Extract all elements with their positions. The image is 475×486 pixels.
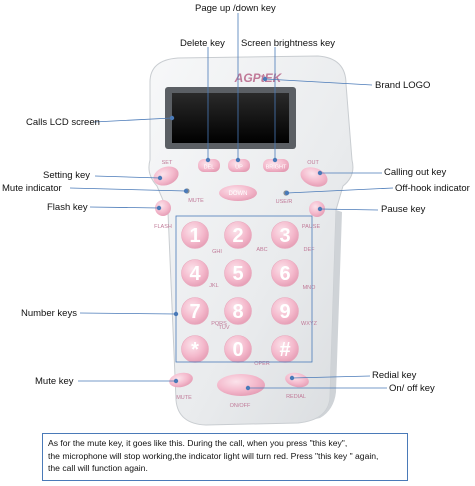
lcd-screen <box>172 93 289 143</box>
number-key-letters: MNO <box>303 285 317 291</box>
number-keys-bracket <box>175 215 313 363</box>
onoff-key-label: ON/OFF <box>230 403 251 409</box>
number-key-digit: 6 <box>279 263 290 285</box>
phone-side-shadow <box>298 210 342 423</box>
number-keys-callout: Number keys <box>21 308 77 319</box>
set-key-label: SET <box>162 160 173 166</box>
number-key-letters: GHI <box>212 249 222 255</box>
del-key-label: DEL <box>204 165 215 171</box>
lcd-screen-callout: Calls LCD screen <box>26 117 100 128</box>
down-key-label: DOWN <box>229 191 248 197</box>
number-key-digit: 0 <box>232 339 243 361</box>
up-key[interactable]: UP <box>228 159 250 172</box>
page-key-callout: Page up /down key <box>195 3 276 14</box>
pause-key[interactable] <box>309 201 325 217</box>
flash-key-callout: Flash key <box>47 202 88 213</box>
calling-out-key-callout: Calling out key <box>384 167 447 178</box>
down-key[interactable]: DOWN <box>219 185 257 201</box>
setting-key-callout: Setting key <box>43 170 90 181</box>
number-key-6[interactable]: 6 <box>271 259 299 287</box>
mute-indicator-label: MUTE <box>188 198 204 204</box>
onoff-key[interactable] <box>217 374 265 396</box>
number-key-star[interactable]: * <box>181 335 209 363</box>
set-key[interactable] <box>151 163 182 189</box>
number-key-letters: JKL <box>209 283 218 289</box>
number-key-digit: 1 <box>189 225 200 247</box>
number-key-8[interactable]: 8 <box>224 297 252 325</box>
number-key-0[interactable]: 0 <box>224 335 252 363</box>
number-key-2[interactable]: 2 <box>224 221 252 249</box>
number-key-letters: TUV <box>219 325 230 331</box>
note-line-2: the microphone will stop working,the ind… <box>48 450 379 461</box>
brand-logo: AGPtEK <box>234 71 283 85</box>
number-key-digit: # <box>279 339 290 361</box>
mute-key-note: As for the mute key, it goes like this. … <box>42 433 408 481</box>
flash-key[interactable] <box>155 200 171 216</box>
offhook-indicator-callout: Off-hook indicator <box>395 183 470 194</box>
use-indicator-label: USE/R <box>276 199 293 205</box>
pause-key-callout: Pause key <box>381 204 426 215</box>
number-key-digit: 9 <box>279 301 290 323</box>
number-key-letters: PQRS <box>211 321 227 327</box>
pause-key-label: PAUSE <box>302 224 321 230</box>
number-key-7[interactable]: 7 <box>181 297 209 325</box>
mute-key[interactable] <box>168 371 194 390</box>
number-key-4[interactable]: 4 <box>181 259 209 287</box>
redial-key-callout: Redial key <box>372 370 417 381</box>
note-line-3: the call will function again. <box>48 463 148 474</box>
brand-logo-callout: Brand LOGO <box>375 80 431 91</box>
number-key-3[interactable]: 3 <box>271 221 299 249</box>
out-key-label: OUT <box>307 160 319 166</box>
number-key-digit: 4 <box>189 263 201 285</box>
mute-indicator-callout: Mute indicator <box>2 183 62 194</box>
delete-key-callout: Delete key <box>180 38 225 49</box>
number-key-letters: ABC <box>256 247 267 253</box>
del-key[interactable]: DEL <box>198 159 220 172</box>
number-key-digit: 7 <box>189 301 200 323</box>
note-line-1: As for the mute key, it goes like this. … <box>48 438 348 448</box>
bright-key-label: BRIGHT <box>266 165 287 171</box>
number-key-letters: WXYZ <box>301 321 318 327</box>
redial-key-label: REDIAL <box>286 394 306 400</box>
number-key-digit: 3 <box>279 225 290 247</box>
number-key-letters: OPER <box>254 361 270 367</box>
number-key-digit: 8 <box>232 301 243 323</box>
number-key-hash[interactable]: # <box>271 335 299 363</box>
number-key-5[interactable]: 5 <box>224 259 252 287</box>
number-key-letters: DEF <box>304 247 316 253</box>
flash-key-label: FLASH <box>154 224 172 230</box>
onoff-key-callout: On/ off key <box>389 383 435 394</box>
mute-key-callout: Mute key <box>35 376 74 387</box>
number-key-digit: * <box>191 339 199 361</box>
brightness-key-callout: Screen brightness key <box>241 38 335 49</box>
up-key-label: UP <box>235 165 243 171</box>
number-key-digit: 5 <box>232 263 243 285</box>
number-key-digit: 2 <box>232 225 243 247</box>
mute-key-label: MUTE <box>176 395 192 401</box>
bright-key[interactable]: BRIGHT <box>263 159 289 172</box>
number-key-1[interactable]: 1 <box>181 221 209 249</box>
number-key-9[interactable]: 9 <box>271 297 299 325</box>
